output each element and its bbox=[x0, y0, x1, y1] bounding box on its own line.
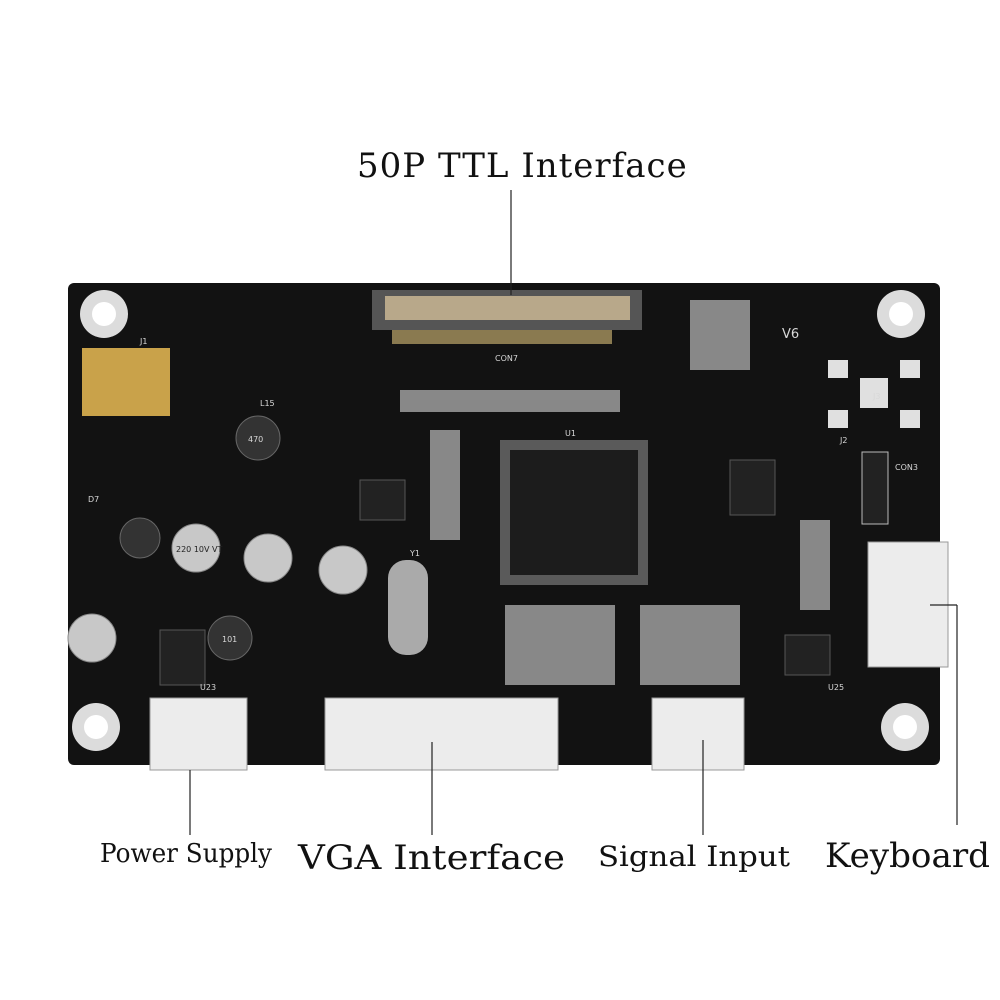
label-power-supply: Power Supply bbox=[100, 839, 272, 869]
silk-j1: J1 bbox=[139, 337, 147, 346]
callout-lines bbox=[189, 190, 958, 835]
electrolytic-capacitors bbox=[67, 523, 368, 663]
mounting-holes bbox=[72, 290, 929, 751]
con3-header bbox=[861, 451, 889, 525]
label-vga-interface: VGA Interface bbox=[297, 838, 565, 878]
silk-u23: U23 bbox=[200, 683, 216, 692]
crystal-oscillator bbox=[388, 560, 428, 655]
silk-u25: U25 bbox=[828, 683, 844, 692]
silk-l15: L15 bbox=[260, 399, 275, 408]
silk-con7: CON7 bbox=[495, 354, 518, 363]
silk-con3: CON3 bbox=[895, 463, 918, 472]
silk-u1: U1 bbox=[565, 429, 576, 438]
silk-v6: V6 bbox=[782, 327, 799, 342]
inductors bbox=[119, 415, 281, 661]
silk-d7: D7 bbox=[88, 495, 99, 504]
label-ttl-interface: 50P TTL Interface bbox=[357, 146, 688, 186]
ttl-50p-connector bbox=[372, 290, 642, 344]
white-connectors bbox=[149, 541, 949, 771]
power-supply-connector bbox=[149, 697, 248, 771]
signal-input-connector bbox=[651, 697, 745, 771]
j3-pads bbox=[828, 360, 920, 428]
silk-j2: J2 bbox=[839, 436, 847, 445]
silk-inductor: 101 bbox=[222, 635, 237, 644]
silk-j3: J3 bbox=[872, 392, 880, 401]
silk-inductor2: 470 bbox=[248, 435, 263, 444]
j1-power-jack bbox=[82, 348, 170, 416]
silk-y1: Y1 bbox=[409, 549, 420, 558]
vga-connector bbox=[324, 697, 559, 771]
smd-components bbox=[159, 300, 831, 686]
label-keyboard: Keyboard bbox=[825, 836, 990, 876]
silk-capacitor: 220 10V VT bbox=[176, 545, 222, 554]
main-chip bbox=[500, 440, 648, 585]
label-signal-input: Signal Input bbox=[598, 840, 791, 873]
